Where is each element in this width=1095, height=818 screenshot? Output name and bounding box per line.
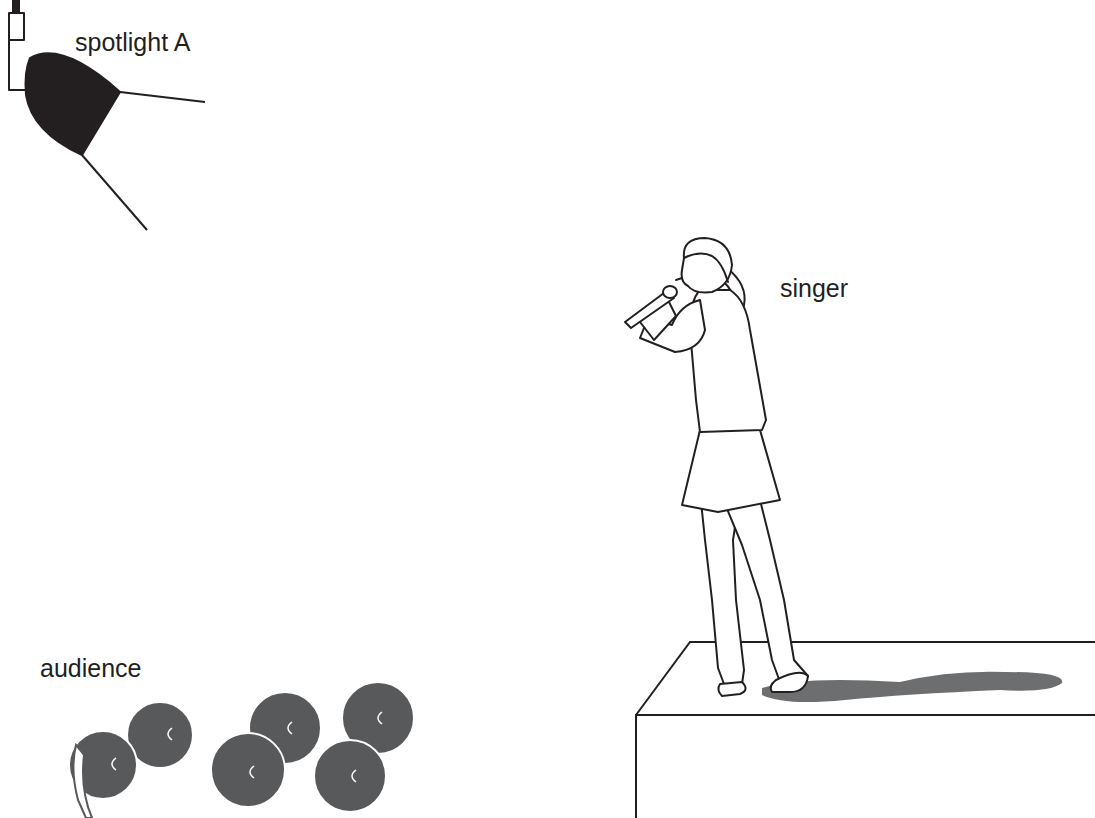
shadow	[762, 672, 1062, 702]
audience-heads	[69, 682, 414, 818]
microphone-head	[663, 286, 677, 298]
head	[682, 238, 732, 292]
light-beam-edge	[120, 92, 205, 102]
shoe	[771, 673, 808, 692]
leg	[720, 492, 808, 690]
ear	[112, 758, 116, 770]
head	[314, 740, 386, 812]
ear	[250, 766, 254, 778]
light-beam-edge	[82, 155, 147, 230]
skirt	[682, 420, 780, 512]
shoe	[718, 682, 745, 696]
stage-edge	[636, 715, 1095, 818]
singer-figure	[625, 238, 808, 696]
ear	[288, 722, 292, 734]
ear	[378, 712, 382, 724]
ear	[168, 728, 172, 740]
head	[211, 733, 285, 807]
stage-platform	[636, 642, 1095, 818]
spotlight-lamp	[26, 53, 121, 155]
spotlight	[9, 0, 205, 230]
label-text: spotlight A	[75, 30, 190, 55]
label-text: singer	[780, 276, 848, 301]
spotlight-bracket	[9, 13, 24, 40]
spotlight-mount	[13, 0, 19, 14]
label-text: audience	[40, 656, 141, 681]
ear	[352, 770, 356, 782]
stage-edge	[636, 642, 1095, 715]
hair-line	[684, 253, 728, 282]
mouth	[676, 278, 682, 280]
ponytail	[73, 745, 92, 818]
ears	[112, 712, 382, 782]
